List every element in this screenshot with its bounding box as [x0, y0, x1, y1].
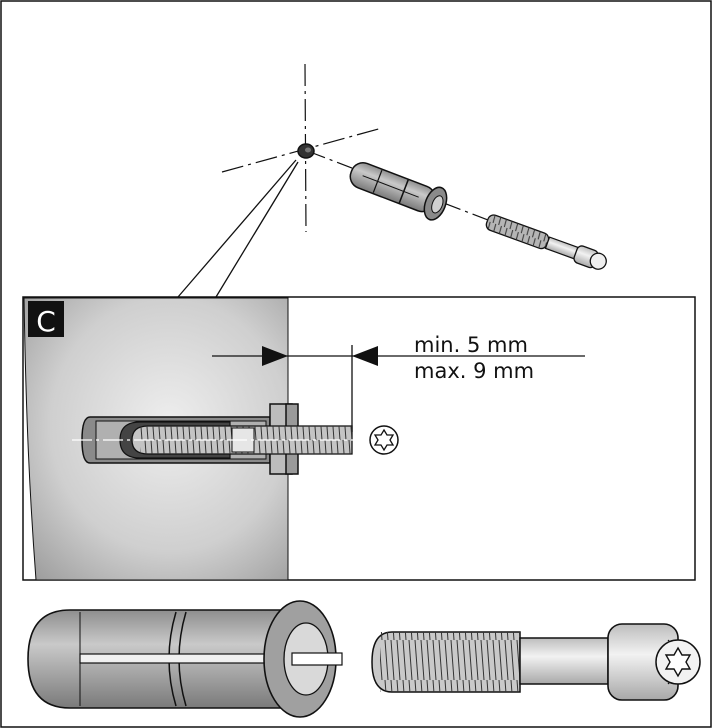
dimension-indicator: min. 5 mm max. 9 mm: [212, 333, 585, 432]
dimension-min-label: min. 5 mm: [414, 333, 528, 357]
torx-drive-icon: [369, 425, 399, 455]
dimension-arrow-left: [262, 346, 288, 366]
overview-illustration: [177, 63, 607, 298]
hanger-bolt-small: [485, 214, 607, 270]
installed-assembly: [72, 403, 364, 475]
callout-line-right: [215, 161, 299, 298]
section-badge: C: [28, 301, 64, 338]
drill-hole-icon: [297, 143, 315, 159]
hanger-bolt-icon: [371, 623, 701, 701]
dimension-max-label: max. 9 mm: [414, 359, 534, 383]
detail-panel: C min. 5 mm max. 9 mm: [22, 296, 696, 581]
callout-line-left: [177, 159, 297, 298]
dimension-arrow-right: [352, 346, 378, 366]
wall-plug-icon: [27, 600, 343, 718]
wall-plug-small: [349, 161, 448, 221]
section-letter: C: [36, 305, 56, 338]
